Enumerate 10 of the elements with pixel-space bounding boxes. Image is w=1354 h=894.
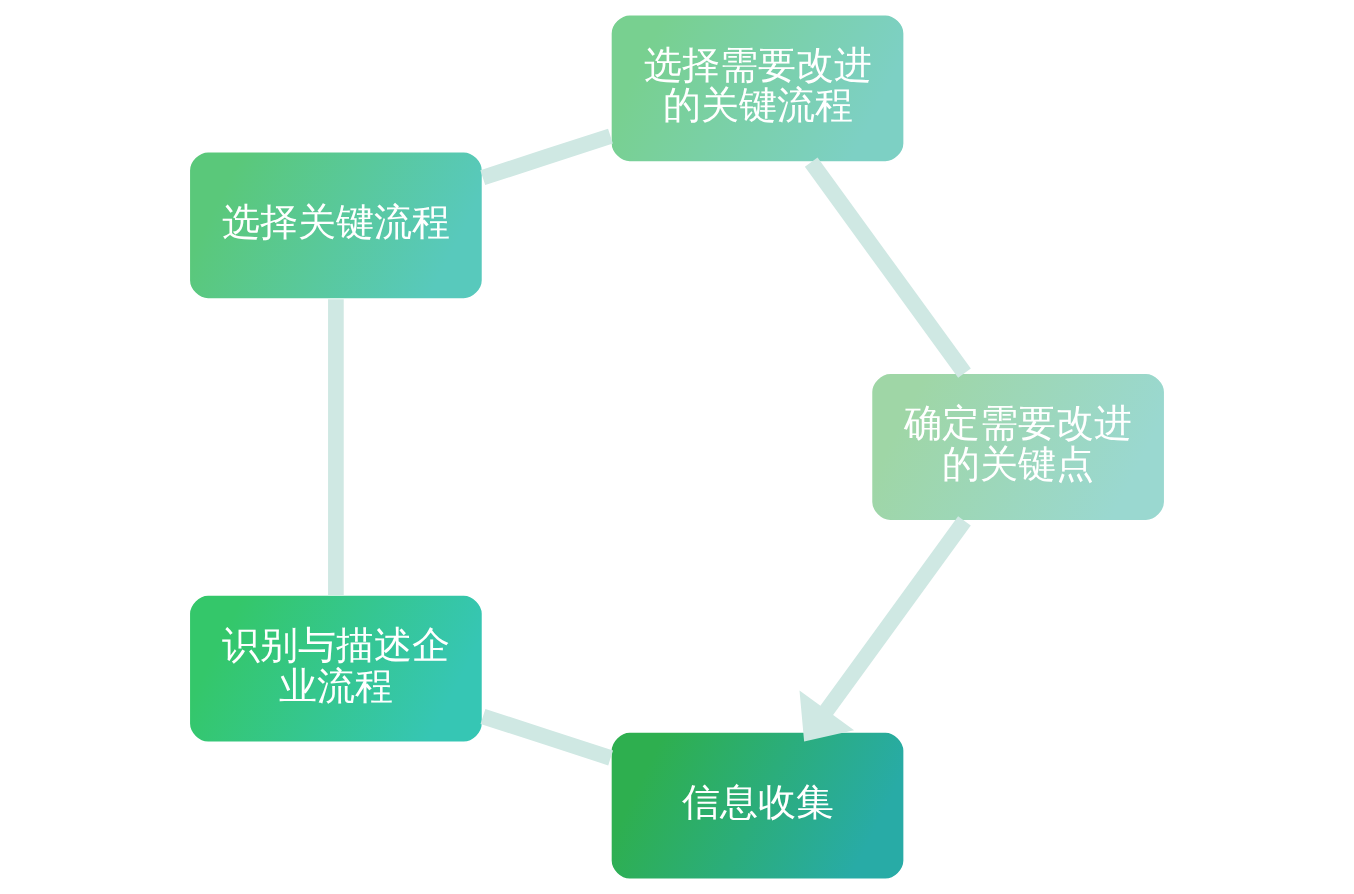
node-box: 信息收集 [610, 731, 905, 881]
arrow [799, 516, 971, 742]
node-box: 选择关键流程 [188, 150, 484, 300]
node-box: 选择需要改进的关键流程 [610, 13, 905, 163]
connector [480, 709, 614, 766]
connector [328, 299, 344, 595]
connector [480, 128, 613, 186]
node-box: 确定需要改进的关键点 [870, 372, 1166, 522]
connector [804, 157, 971, 378]
node-box: 识别与描述企业流程 [188, 594, 484, 744]
